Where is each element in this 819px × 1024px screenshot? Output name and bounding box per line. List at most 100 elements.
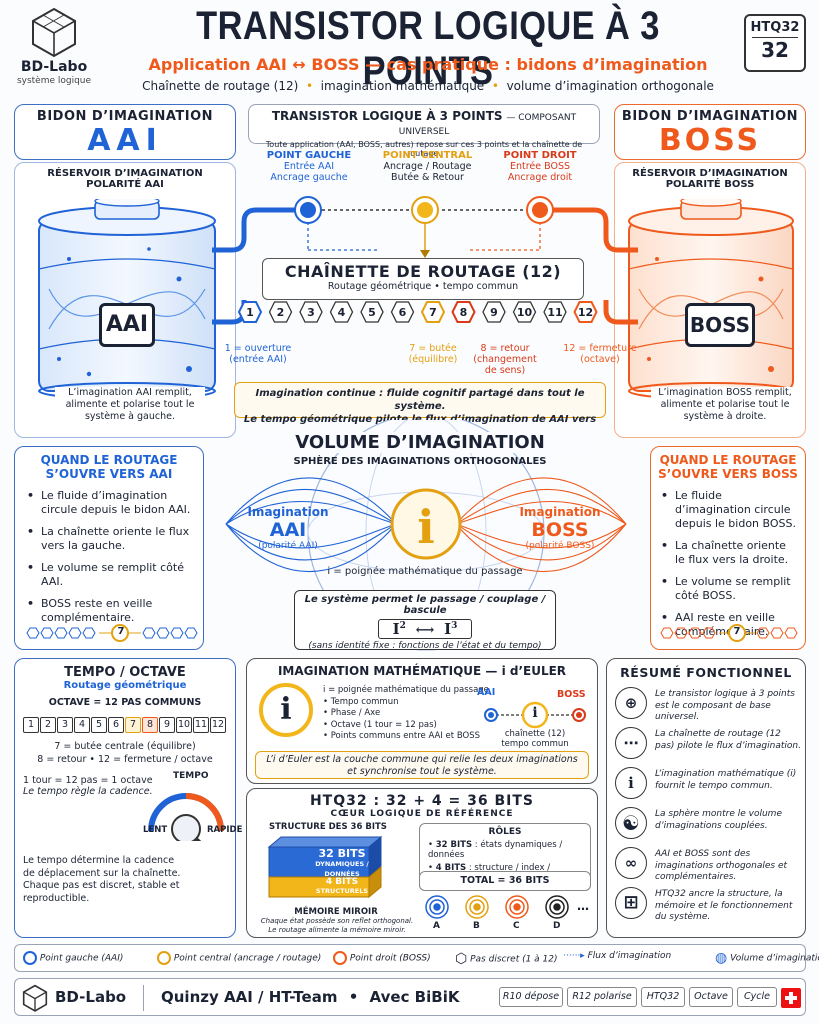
mirror-title: MÉMOIRE MIROIR bbox=[294, 907, 378, 917]
tempo-line1: 7 = butée centrale (équilibre) bbox=[54, 741, 196, 752]
left-drum-label: AAI bbox=[99, 303, 155, 347]
bits-32-label: 32 BITS bbox=[318, 847, 366, 860]
summary-text: AAI et BOSS sont des imaginations orthog… bbox=[655, 849, 788, 882]
tempo-panel: TEMPO / OCTAVE Routage géométrique OCTAV… bbox=[14, 658, 242, 938]
point-center-line1: Ancrage / Routage bbox=[383, 161, 472, 172]
summary-item: ⊞ HTQ32 ancre la structure, la mémoire e… bbox=[615, 887, 801, 927]
bits-32-sub: DYNAMIQUES / DONNÉES bbox=[315, 860, 369, 878]
volume-right-label: Imagination BOSS (polarité BOSS) bbox=[510, 505, 610, 551]
cycle-button[interactable]: Cycle bbox=[737, 987, 777, 1007]
left-routing-title1: QUAND LE ROUTAGE bbox=[40, 453, 178, 467]
list-item: • Points communs entre AAI et BOSS bbox=[323, 731, 480, 741]
footer-divider bbox=[143, 985, 144, 1011]
math-aai: AAI bbox=[477, 687, 496, 698]
logo-subtitle: système logique bbox=[16, 76, 92, 86]
chain-note-8-line2: (changement bbox=[473, 354, 537, 365]
math-title: IMAGINATION MATHÉMATIQUE — i d’EULER bbox=[277, 664, 567, 678]
right-drum-label: BOSS bbox=[685, 303, 755, 347]
legend-left-point: Point gauche (AAI) bbox=[23, 951, 123, 965]
chain-step-hexagon bbox=[329, 301, 354, 323]
tag-volume: volume d’imagination orthogonale bbox=[506, 79, 714, 93]
htq-panel: HTQ32 : 32 + 4 = 36 BITS CŒUR LOGIQUE DE… bbox=[246, 788, 598, 938]
legend-volume: ◍ Volume d’imagination bbox=[715, 950, 819, 966]
right-mini-step: 7 bbox=[733, 626, 741, 637]
chain-note-1-line2: (entrée AAI) bbox=[229, 354, 287, 365]
volume-left-line3: (polarité AAI) bbox=[258, 541, 318, 551]
htq-subtitle: CŒUR LOGIQUE DE RÉFÉRENCE bbox=[330, 809, 514, 819]
badge-label: HTQ32 bbox=[750, 20, 800, 35]
point-right-line2: Ancrage droit bbox=[507, 172, 573, 183]
octave-cell: 1 bbox=[23, 717, 39, 733]
chain-note-8: 8 = retour (changement de sens) bbox=[462, 343, 548, 376]
point-left-line1: Entrée AAI bbox=[283, 161, 335, 172]
htq-title: HTQ32 : 32 + 4 = 36 BITS bbox=[309, 793, 535, 809]
htq32-badge: HTQ32 32 bbox=[744, 14, 806, 72]
octave-label: OCTAVE = 12 PAS COMMUNS bbox=[48, 697, 202, 708]
volume-left-line2: AAI bbox=[269, 519, 307, 541]
gold-circle-icon bbox=[157, 951, 171, 965]
mirror-rings-icon bbox=[425, 895, 569, 919]
chain-step-label: 4 bbox=[338, 306, 346, 319]
summary-text: L’imagination mathématique (i) fournit l… bbox=[655, 769, 797, 791]
header-tags: Chaînette de routage (12) • imagination … bbox=[118, 79, 738, 93]
summary-item: i L’imagination mathématique (i) fournit… bbox=[615, 767, 801, 807]
htq32-button[interactable]: HTQ32 bbox=[641, 987, 685, 1007]
left-drum-title-panel: BIDON D’IMAGINATION AAI bbox=[14, 104, 236, 160]
math-chain1: chaînette (12) bbox=[504, 729, 566, 739]
chain-note-12-line2: (octave) bbox=[580, 354, 620, 365]
yin-yang-icon: ☯ bbox=[615, 807, 647, 839]
chain-step-hexagon bbox=[420, 301, 446, 323]
summary-panel: RÉSUMÉ FONCTIONNEL ⊕ Le transistor logiq… bbox=[606, 658, 806, 938]
summary-title: RÉSUMÉ FONCTIONNEL bbox=[620, 665, 792, 680]
tempo-foot2: de déplacement sur la chaînette. bbox=[23, 867, 181, 879]
transistor-title: TRANSISTOR LOGIQUE À 3 POINTS bbox=[271, 109, 503, 123]
volume-center-symbol: i bbox=[417, 500, 435, 554]
gauge-slow: LENT bbox=[143, 825, 168, 835]
octave-cell: 2 bbox=[40, 717, 56, 733]
summary-text: HTQ32 ancre la structure, la mémoire et … bbox=[655, 889, 793, 922]
chain-step-hexagon bbox=[390, 301, 415, 323]
chain-step-label: 12 bbox=[578, 306, 593, 319]
page-subtitle: Application AAI ↔ BOSS — cas pratique : … bbox=[148, 55, 708, 74]
r10-button[interactable]: R10 dépose bbox=[499, 987, 563, 1007]
math-list: i = poignée mathématique du passage • Te… bbox=[323, 685, 493, 743]
right-reservoir-label: RÉSERVOIR D’IMAGINATION bbox=[632, 168, 788, 179]
globe-icon: ◍ bbox=[715, 950, 728, 966]
legend-bar: Point gauche (AAI) Point central (ancrag… bbox=[14, 944, 819, 972]
legend-flux: ······▸ Flux d’imagination bbox=[563, 951, 672, 961]
bascule-left-exp: 2 bbox=[399, 621, 406, 631]
list-item: La chaînette oriente le flux vers la gau… bbox=[25, 525, 195, 553]
summary-item: ⊕ Le transistor logique à 3 points est l… bbox=[615, 687, 801, 727]
left-routing-panel: QUAND LE ROUTAGE S’OUVRE VERS AAI Le flu… bbox=[14, 446, 204, 650]
bascule-right: I bbox=[444, 620, 452, 638]
math-banner2: et synchronise tout le système. bbox=[347, 766, 497, 777]
chain-note-1-line1: 1 = ouverture bbox=[224, 343, 292, 354]
summary-item: ⋯ La chaînette de routage (12 pas) pilot… bbox=[615, 727, 801, 767]
octave-button[interactable]: Octave bbox=[689, 987, 733, 1007]
tag-chain: Chaînette de routage (12) bbox=[142, 79, 299, 93]
volume-left-line1: Imagination bbox=[247, 505, 329, 519]
chain-step-hexagon bbox=[237, 301, 263, 323]
tag-separator: • bbox=[488, 79, 503, 93]
right-mini-chain-icon bbox=[660, 624, 798, 642]
summary-item: ∞ AAI et BOSS sont des imaginations orth… bbox=[615, 847, 801, 887]
chain-step-label: 8 bbox=[460, 306, 468, 319]
cube-logo-icon bbox=[22, 984, 48, 1012]
list-item: La chaînette oriente le flux vers la dro… bbox=[659, 539, 799, 567]
blue-circle-icon bbox=[23, 951, 37, 965]
chain-step-label: 11 bbox=[547, 306, 562, 319]
summary-text: La sphère montre le volume d’imagination… bbox=[655, 809, 782, 831]
list-item: Le fluide d’imagination circule depuis l… bbox=[659, 489, 799, 531]
octave-cell: 12 bbox=[210, 717, 226, 733]
right-drum-caption: L’imagination BOSS remplit, alimente et … bbox=[651, 387, 799, 423]
ring-letter-a: A bbox=[433, 921, 440, 931]
left-drum-panel: RÉSERVOIR D’IMAGINATION POLARITÉ AAI AAI… bbox=[14, 162, 236, 438]
tempo-gauge-icon bbox=[148, 793, 224, 841]
r12-button[interactable]: R12 polarise bbox=[567, 987, 637, 1007]
right-polarity-label: POLARITÉ BOSS bbox=[665, 179, 755, 190]
octave-cell: 6 bbox=[108, 717, 124, 733]
chain-step-label: 2 bbox=[277, 306, 285, 319]
point-right-line1: Entrée BOSS bbox=[509, 161, 571, 172]
